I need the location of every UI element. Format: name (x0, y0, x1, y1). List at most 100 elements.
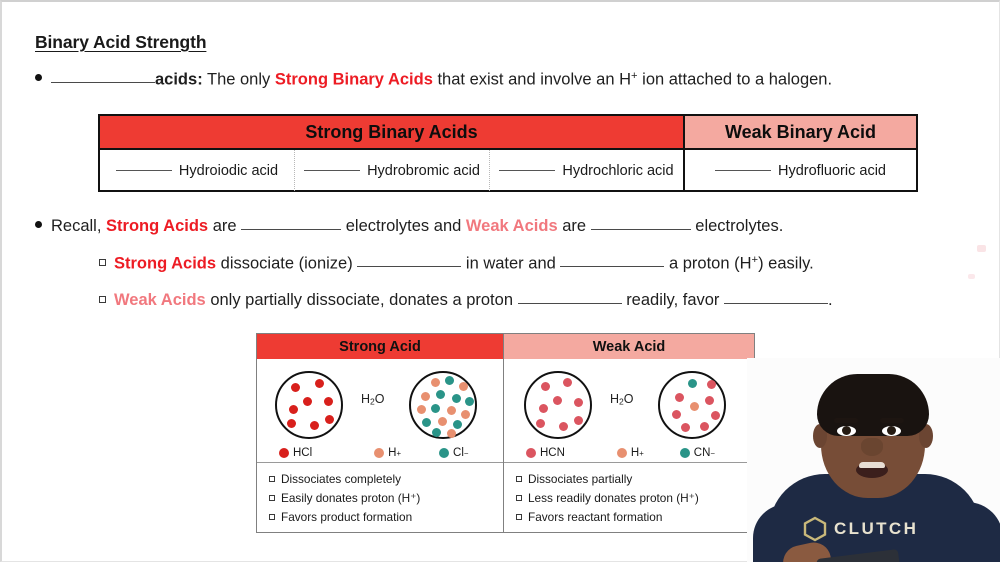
bullet2-lead: Recall, (51, 217, 102, 235)
fill-blank-donate-verb[interactable] (560, 266, 665, 268)
table-cell-hydrobromic: Hydrobromic acid (295, 150, 490, 191)
beaker-hcn-after (658, 371, 726, 439)
fill-blank-hydrochloric[interactable] (499, 170, 556, 171)
header-strong-binary-acids: Strong Binary Acids (100, 116, 685, 148)
diagram-header-row: Strong Acid Weak Acid (257, 334, 754, 359)
table-cell-hydrofluoric: Hydrofluoric acid (685, 150, 916, 191)
legend-dot-h-icon (374, 448, 385, 458)
ion-h-plus (417, 405, 426, 414)
sub1-text-b: in water and (465, 254, 556, 273)
sub2-text-a: only partially dissociate, donates a pro… (210, 291, 513, 309)
sub1-text-c: a proton (H (668, 254, 752, 273)
legend-dot-h-icon (616, 448, 627, 458)
molecule-hcn (559, 422, 568, 431)
label-hydrofluoric: Hydrofluoric acid (778, 162, 886, 179)
clutch-logo: CLUTCH (803, 516, 918, 542)
fill-blank-proton-readiness[interactable] (517, 303, 622, 304)
property-label: Dissociates completely (281, 472, 401, 486)
beaker-hcl-after (409, 371, 477, 439)
binary-acid-table: Strong Binary Acids Weak Binary Acid Hyd… (98, 114, 918, 192)
ion-h-plus (690, 402, 699, 411)
fill-blank-weak-electrolyte[interactable] (590, 229, 691, 230)
acid-comparison-diagram: Strong Acid Weak Acid H2 (256, 333, 755, 533)
molecule-hcn (541, 382, 550, 391)
diagram-body: H2O (257, 359, 754, 532)
square-bullet-icon (99, 259, 106, 267)
fill-blank-dissociate-degree[interactable] (357, 266, 462, 268)
fill-blank-acid-type[interactable] (51, 82, 155, 84)
property-label: Favors reactant formation (528, 510, 663, 525)
ion-h-plus (461, 410, 470, 419)
fill-blank-hydroiodic[interactable] (115, 170, 172, 171)
legend-label-cl: Cl (453, 447, 464, 459)
molecule-hcn (681, 423, 690, 432)
table-header-row: Strong Binary Acids Weak Binary Acid (100, 116, 916, 150)
header-weak-binary-acid: Weak Binary Acid (685, 116, 916, 148)
molecule-hcl (287, 419, 296, 428)
weak-acid-properties: Dissociates partially Less readily donat… (504, 463, 754, 527)
square-bullet-icon (269, 495, 275, 502)
bullet2-weak-label: Weak Acids (465, 217, 558, 235)
sub2-text-b: readily, favor (626, 291, 720, 309)
sub2-label: Weak Acids (114, 291, 206, 309)
bullet1-text-b: that exist and involve an H (437, 70, 631, 89)
bullet1-highlight: Strong Binary Acids (274, 70, 433, 89)
beaker-hcn-before (524, 371, 592, 439)
instructor-hair (817, 374, 929, 436)
molecule-hcn (574, 398, 583, 407)
instructor-pupil-right (887, 426, 896, 435)
ink-artifact (968, 274, 975, 279)
ion-cl-minus (445, 376, 454, 385)
legend-cn-minus: CN− (679, 447, 715, 459)
molecule-hcn (675, 393, 684, 402)
strong-acid-properties: Dissociates completely Easily donates pr… (257, 463, 503, 527)
bullet1-text-a: The only (206, 70, 271, 89)
legend-dot-hcl-icon (279, 448, 289, 458)
ink-artifact (977, 245, 986, 252)
ion-cl-minus (431, 404, 440, 413)
legend-sup-cn: − (710, 448, 715, 458)
table-cell-hydrochloric: Hydrochloric acid (490, 150, 685, 191)
instructor-teeth (859, 462, 885, 468)
strong-acid-visual: H2O (257, 359, 503, 463)
property-label: Easily donates proton (H⁺) (281, 491, 421, 506)
diagram-header-strong-acid: Strong Acid (257, 334, 504, 359)
fill-blank-strong-electrolyte[interactable] (241, 229, 342, 230)
fill-blank-hydrobromic[interactable] (304, 170, 361, 171)
ion-h-plus (431, 378, 440, 387)
ion-cl-minus (453, 420, 462, 429)
molecule-hcl (315, 379, 324, 388)
diagram-column-weak: H2O HCN (504, 359, 754, 532)
legend-sup-h: + (396, 448, 402, 458)
hexagon-icon (803, 516, 827, 542)
legend-sup-cl: − (463, 448, 469, 458)
property-label: Favors product formation (281, 510, 413, 525)
sub1-text-a: dissociate (ionize) (220, 254, 353, 273)
weak-acid-legend: HCN H+ CN− (504, 447, 754, 459)
legend-sup-h: + (639, 448, 644, 458)
property-item: Dissociates completely (269, 470, 503, 489)
property-item: Dissociates partially (516, 470, 754, 489)
molecule-hcl (310, 421, 319, 430)
square-bullet-icon (516, 514, 522, 521)
square-bullet-icon (516, 495, 522, 502)
molecule-hcn (700, 422, 709, 431)
ion-cn-minus (688, 379, 697, 388)
fill-blank-favor[interactable] (724, 303, 829, 304)
ion-cl-minus (436, 390, 445, 399)
legend-h-plus: H+ (374, 447, 401, 459)
fill-blank-hydrofluoric[interactable] (715, 170, 771, 171)
molecule-hcl (303, 397, 312, 406)
bullet2-strong-label: Strong Acids (106, 217, 209, 235)
instructor-webcam[interactable]: CLUTCH (747, 358, 1000, 562)
ion-h-plus (459, 382, 468, 391)
property-label: Dissociates partially (528, 472, 633, 486)
square-bullet-icon (516, 476, 522, 482)
table-cell-hydroiodic: Hydroiodic acid (100, 150, 295, 191)
water-label-weak: H2O (610, 392, 634, 407)
molecule-hcl (325, 415, 334, 424)
ion-cl-minus (465, 397, 474, 406)
instructor-eyebrow-right (880, 418, 904, 423)
molecule-hcn (539, 404, 548, 413)
label-hydrobromic: Hydrobromic acid (367, 162, 480, 179)
